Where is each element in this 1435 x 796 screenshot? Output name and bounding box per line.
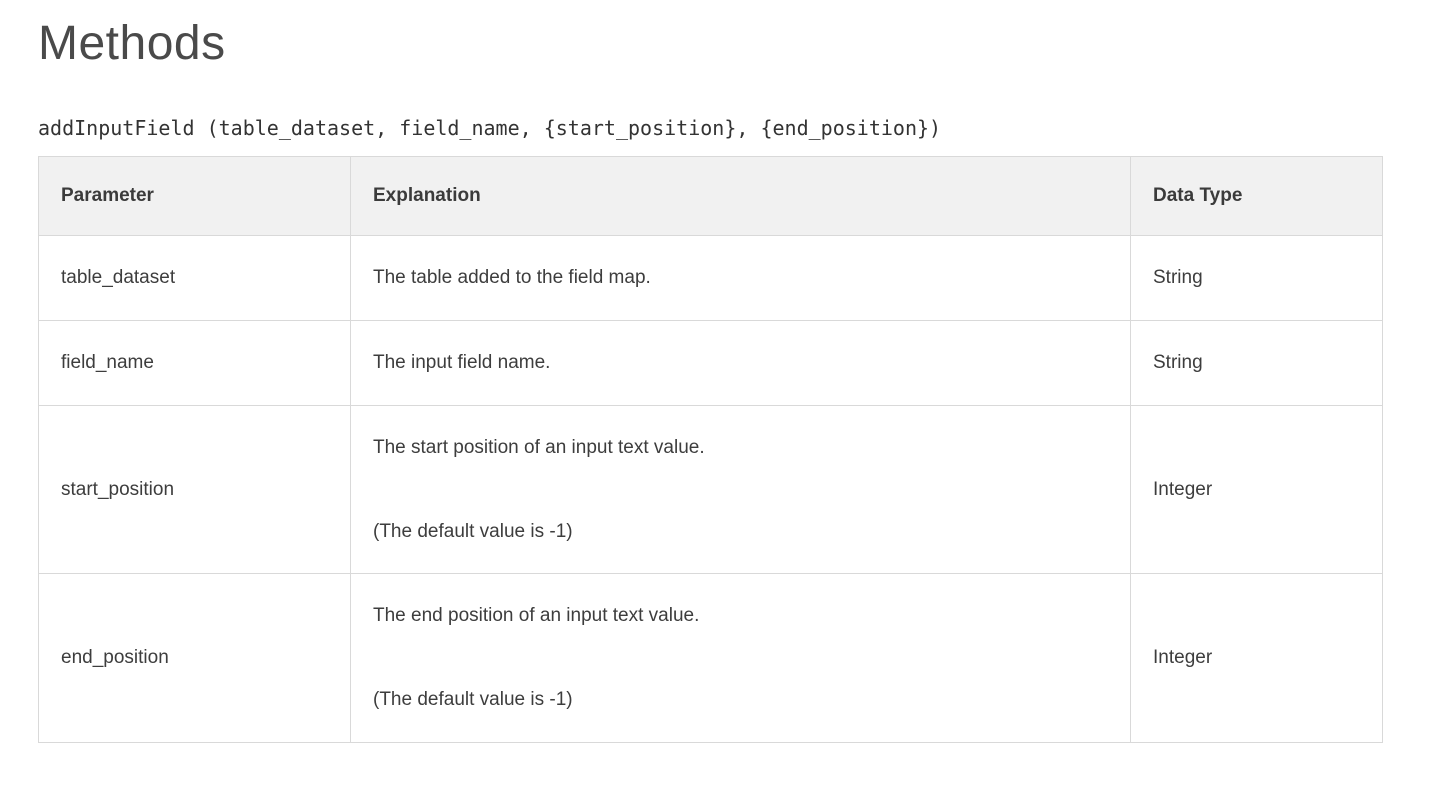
explanation-paragraph: The input field name.	[373, 351, 551, 373]
method-signature: addInputField (table_dataset, field_name…	[38, 116, 942, 141]
explanation-cell: The input field name.	[350, 319, 1131, 406]
table-row: start_position The start position of an …	[38, 404, 1383, 575]
data-type-cell: String	[1130, 235, 1383, 321]
data-type-cell: String	[1130, 319, 1383, 406]
column-header-explanation: Explanation	[350, 156, 1131, 237]
page-title: Methods	[38, 17, 226, 70]
explanation-cell: The start position of an input text valu…	[350, 404, 1131, 575]
explanation-default-note: (The default value is -1)	[373, 520, 573, 542]
table-row: end_position The end position of an inpu…	[38, 573, 1383, 744]
explanation-paragraph: The end position of an input text value.	[373, 605, 700, 627]
parameter-name-cell: end_position	[38, 573, 351, 744]
data-type-cell: Integer	[1130, 573, 1383, 744]
explanation-cell: The table added to the field map.	[350, 235, 1131, 321]
explanation-paragraph: The table added to the field map.	[373, 267, 651, 289]
parameter-name-cell: field_name	[38, 319, 351, 406]
column-header-parameter: Parameter	[38, 156, 351, 237]
parameter-name-cell: table_dataset	[38, 235, 351, 321]
parameters-table: Parameter Explanation Data Type table_da…	[38, 156, 1383, 744]
column-header-data-type: Data Type	[1130, 156, 1383, 237]
parameter-name-cell: start_position	[38, 404, 351, 575]
table-row: table_dataset The table added to the fie…	[38, 235, 1383, 321]
table-row: field_name The input field name. String	[38, 319, 1383, 406]
explanation-cell: The end position of an input text value.…	[350, 573, 1131, 744]
data-type-cell: Integer	[1130, 404, 1383, 575]
explanation-default-note: (The default value is -1)	[373, 689, 573, 711]
header-row: Parameter Explanation Data Type	[38, 156, 1383, 237]
explanation-paragraph: The start position of an input text valu…	[373, 436, 705, 458]
